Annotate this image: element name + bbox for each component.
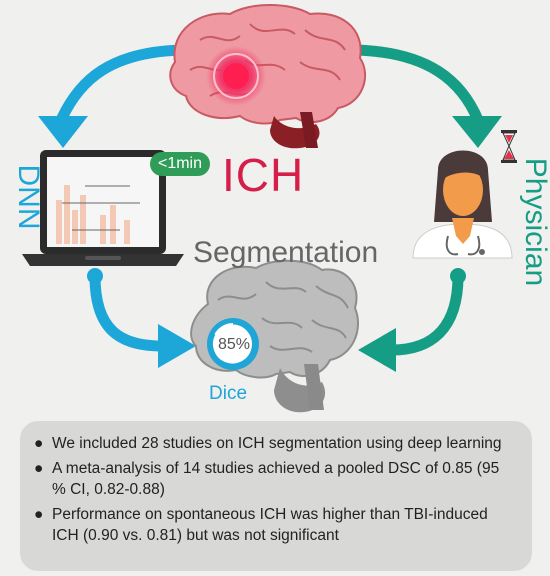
summary-item: ● A meta-analysis of 14 studies achieved… bbox=[34, 458, 516, 500]
summary-item: ● We included 28 studies on ICH segmenta… bbox=[34, 433, 516, 454]
summary-item-text: A meta-analysis of 14 studies achieved a… bbox=[52, 460, 500, 498]
time-badge: <1min bbox=[150, 152, 210, 176]
dnn-label: DNN bbox=[12, 164, 45, 230]
laptop-icon bbox=[22, 150, 184, 266]
arrow-brain-to-dnn bbox=[38, 42, 190, 148]
physician-icon bbox=[412, 150, 513, 259]
summary-list: ● We included 28 studies on ICH segmenta… bbox=[34, 433, 516, 546]
brain-with-hemorrhage-icon bbox=[169, 4, 366, 149]
bullet-icon: ● bbox=[34, 435, 44, 452]
dice-gauge-icon bbox=[207, 318, 259, 370]
segmentation-label: Segmentation bbox=[193, 236, 379, 269]
dice-label: Dice bbox=[209, 383, 248, 404]
dice-value: 85% bbox=[217, 336, 251, 353]
bullet-icon: ● bbox=[34, 506, 44, 523]
summary-item: ● Performance on spontaneous ICH was hig… bbox=[34, 504, 516, 546]
ich-label: ICH bbox=[222, 149, 305, 201]
bullet-icon: ● bbox=[34, 460, 44, 477]
summary-box: ● We included 28 studies on ICH segmenta… bbox=[20, 421, 532, 571]
arrow-physician-to-segmentation bbox=[358, 268, 466, 372]
hourglass-icon bbox=[501, 130, 517, 163]
summary-item-text: Performance on spontaneous ICH was highe… bbox=[52, 506, 488, 544]
arrow-dnn-to-segmentation bbox=[87, 268, 196, 368]
physician-label: Physician bbox=[519, 157, 550, 287]
arrow-brain-to-physician bbox=[347, 42, 502, 148]
summary-item-text: We included 28 studies on ICH segmentati… bbox=[52, 435, 502, 452]
